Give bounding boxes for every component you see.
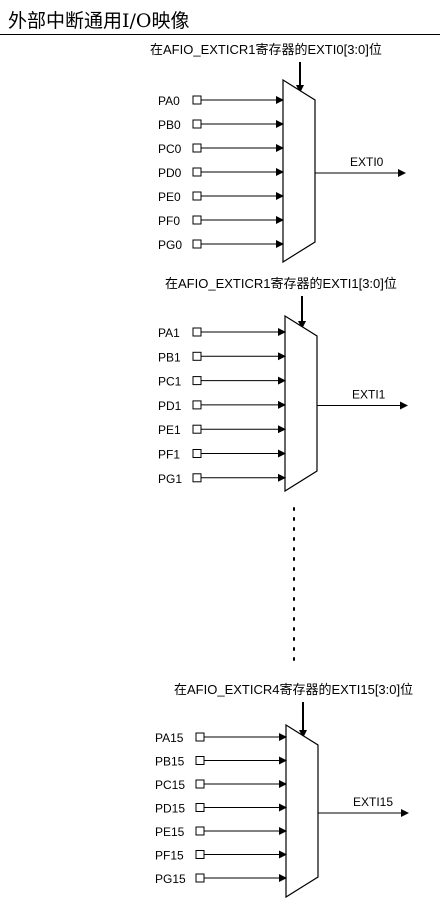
input-pin [192, 449, 202, 458]
input-label-pg1: PG1 [158, 472, 182, 486]
register-label: 在AFIO_EXTICR4寄存器的EXTI15[3:0]位 [174, 682, 413, 697]
input-label-pa15: PA15 [155, 731, 184, 745]
mux-block-2: 在AFIO_EXTICR1寄存器的EXTI1[3:0]位 PA1PB1PC1PD1… [158, 276, 408, 493]
input-label-pa1: PA1 [158, 326, 180, 340]
input-label-pb0: PB0 [158, 118, 181, 132]
input-pin [192, 424, 202, 434]
input-label-pd1: PD1 [158, 399, 182, 413]
input-label-pd0: PD0 [158, 166, 182, 180]
input-pin [195, 826, 205, 836]
input-pin [195, 803, 205, 812]
input-pin [192, 351, 202, 361]
input-pin [192, 215, 202, 225]
input-label-pc1: PC1 [158, 375, 182, 389]
output-label: EXTI0 [350, 155, 384, 169]
input-label-pc0: PC0 [158, 142, 182, 156]
input-pin [192, 327, 202, 337]
input-label-pb1: PB1 [158, 350, 181, 364]
input-label-pf1: PF1 [158, 448, 180, 462]
input-pin [192, 376, 202, 386]
input-pin [195, 732, 205, 742]
mux-block-1: 在AFIO_EXTICR1寄存器的EXTI0[3:0]位 PA0PB0PC0PD0… [150, 42, 406, 264]
input-pin [195, 850, 205, 859]
input-pin [192, 167, 202, 177]
input-label-pe0: PE0 [158, 190, 181, 204]
input-label-pa0: PA0 [158, 94, 180, 108]
input-label-pf15: PF15 [155, 849, 184, 863]
input-pin [192, 473, 202, 483]
input-pin [192, 119, 202, 129]
register-label: 在AFIO_EXTICR1寄存器的EXTI0[3:0]位 [150, 42, 382, 57]
input-label-pf0: PF0 [158, 214, 180, 228]
output-label: EXTI1 [352, 388, 386, 402]
input-pin [192, 239, 202, 249]
input-pin [195, 873, 205, 883]
input-pin [192, 95, 202, 105]
register-label: 在AFIO_EXTICR1寄存器的EXTI1[3:0]位 [165, 276, 397, 291]
input-pin [192, 400, 202, 410]
multiplexer [285, 723, 319, 899]
multiplexer [282, 78, 316, 264]
input-label-pg15: PG15 [155, 872, 186, 886]
input-pin [192, 191, 202, 201]
output-label: EXTI15 [353, 795, 393, 809]
page-title: 外部中断通用I/O映像 [8, 10, 190, 32]
input-label-pg0: PG0 [158, 238, 182, 252]
input-label-pd15: PD15 [155, 802, 185, 816]
title-divider [0, 34, 440, 35]
input-label-pc15: PC15 [155, 778, 185, 792]
input-pin [195, 779, 205, 789]
mux-block-3: 在AFIO_EXTICR4寄存器的EXTI15[3:0]位 PA15PB15PC1… [155, 682, 413, 899]
multiplexer [284, 314, 318, 493]
input-label-pb15: PB15 [155, 755, 185, 769]
input-pin [192, 143, 202, 153]
input-label-pe1: PE1 [158, 423, 181, 437]
input-pin [195, 756, 205, 765]
input-label-pe15: PE15 [155, 825, 185, 839]
